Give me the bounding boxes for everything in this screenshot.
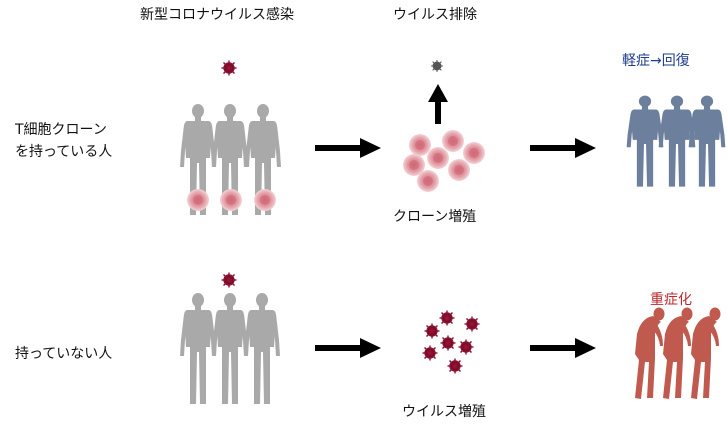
with-clone-label-line2: を持っている人 — [15, 144, 113, 160]
infecting-virus-bottom — [220, 271, 238, 289]
people-without-clone — [180, 293, 280, 404]
with-clone-label-line1: T細胞クローン — [15, 122, 107, 138]
arrow-right-bottom-1 — [315, 338, 381, 358]
tcell-clone-cluster — [403, 130, 485, 192]
tcell-clones-under-people — [187, 189, 276, 211]
virus-proliferation-label: ウイルス増殖 — [402, 404, 486, 420]
mild-outcome-label: 軽症→回復 — [622, 53, 690, 69]
virus-clearance-label: ウイルス排除 — [393, 7, 477, 23]
infection-label: 新型コロナウイルス感染 — [140, 7, 294, 23]
cleared-virus — [430, 59, 444, 73]
people-severe — [635, 307, 721, 399]
arrow-right-top-2 — [530, 138, 596, 158]
severe-outcome-label: 重症化 — [650, 292, 692, 308]
arrow-right-top-1 — [315, 138, 381, 158]
arrow-up — [428, 84, 448, 124]
people-recovered — [626, 95, 726, 187]
infecting-virus-top — [220, 59, 238, 77]
arrow-right-bottom-2 — [530, 338, 596, 358]
without-clone-label: 持っていない人 — [15, 346, 113, 362]
virus-cluster — [421, 309, 481, 375]
clone-proliferation-label: クローン増殖 — [393, 209, 477, 225]
